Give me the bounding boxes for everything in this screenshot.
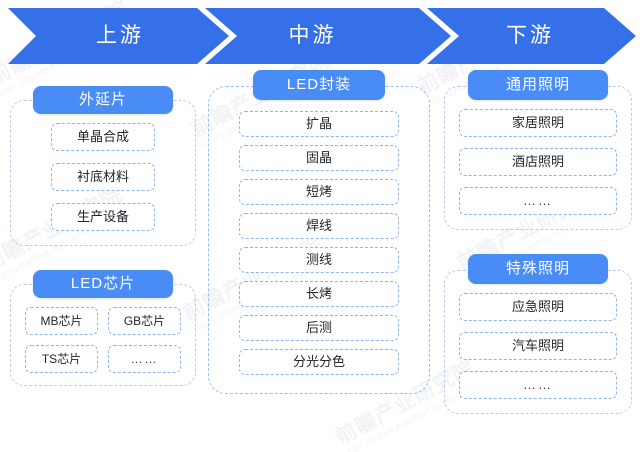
list-item[interactable]: 扩晶 — [239, 111, 399, 137]
list-item-ellipsis[interactable]: …… — [459, 371, 617, 399]
group-led-packaging: LED封装 扩晶 固晶 短烤 焊线 测线 长烤 后测 分光分色 — [208, 70, 430, 394]
led-chip-grid: MB芯片 GB芯片 TS芯片 …… — [25, 307, 181, 373]
list-item[interactable]: 短烤 — [239, 179, 399, 205]
list-item[interactable]: 单晶合成 — [51, 123, 155, 151]
group-body-special-lighting: 应急照明 汽车照明 …… — [444, 270, 632, 414]
chain-stage-band — [0, 8, 640, 64]
list-item-ellipsis[interactable]: …… — [459, 187, 617, 215]
list-item[interactable]: GB芯片 — [108, 307, 181, 335]
group-body-led-chip: MB芯片 GB芯片 TS芯片 …… — [10, 284, 196, 386]
list-item[interactable]: TS芯片 — [25, 345, 98, 373]
list-item-ellipsis[interactable]: …… — [108, 345, 181, 373]
group-title-general-lighting: 通用照明 — [468, 70, 608, 100]
list-item[interactable]: 测线 — [239, 247, 399, 273]
list-item[interactable]: 应急照明 — [459, 293, 617, 321]
group-epitaxial-wafer: 外延片 单晶合成 衬底材料 生产设备 — [10, 86, 196, 246]
stage-label-downstream: 下游 — [506, 24, 554, 47]
stage-label-upstream: 上游 — [96, 24, 144, 47]
group-body-led-packaging: 扩晶 固晶 短烤 焊线 测线 长烤 后测 分光分色 — [208, 86, 430, 394]
list-item[interactable]: 长烤 — [239, 281, 399, 307]
list-item[interactable]: 衬底材料 — [51, 163, 155, 191]
list-item[interactable]: 家居照明 — [459, 109, 617, 137]
group-general-lighting: 通用照明 家居照明 酒店照明 …… — [444, 70, 632, 230]
group-body-general-lighting: 家居照明 酒店照明 …… — [444, 86, 632, 230]
group-body-epitaxial-wafer: 单晶合成 衬底材料 生产设备 — [10, 100, 196, 246]
group-title-led-chip: LED芯片 — [33, 270, 173, 298]
list-item[interactable]: 汽车照明 — [459, 332, 617, 360]
group-title-special-lighting: 特殊照明 — [468, 254, 608, 284]
group-title-led-packaging: LED封装 — [253, 70, 385, 100]
list-item[interactable]: 固晶 — [239, 145, 399, 171]
list-item[interactable]: 后测 — [239, 315, 399, 341]
list-item[interactable]: 生产设备 — [51, 203, 155, 231]
list-item[interactable]: 分光分色 — [239, 349, 399, 375]
column-upstream: 外延片 单晶合成 衬底材料 生产设备 LED芯片 MB芯片 GB芯片 TS芯片 … — [10, 86, 196, 386]
stage-label-midstream: 中游 — [288, 24, 337, 47]
group-title-epitaxial-wafer: 外延片 — [33, 86, 173, 114]
column-downstream: 通用照明 家居照明 酒店照明 …… 特殊照明 应急照明 汽车照明 …… — [444, 70, 632, 414]
group-led-chip: LED芯片 MB芯片 GB芯片 TS芯片 …… — [10, 270, 196, 386]
list-item[interactable]: 焊线 — [239, 213, 399, 239]
group-special-lighting: 特殊照明 应急照明 汽车照明 …… — [444, 254, 632, 414]
column-midstream: LED封装 扩晶 固晶 短烤 焊线 测线 长烤 后测 分光分色 — [208, 70, 430, 394]
list-item[interactable]: 酒店照明 — [459, 148, 617, 176]
list-item[interactable]: MB芯片 — [25, 307, 98, 335]
